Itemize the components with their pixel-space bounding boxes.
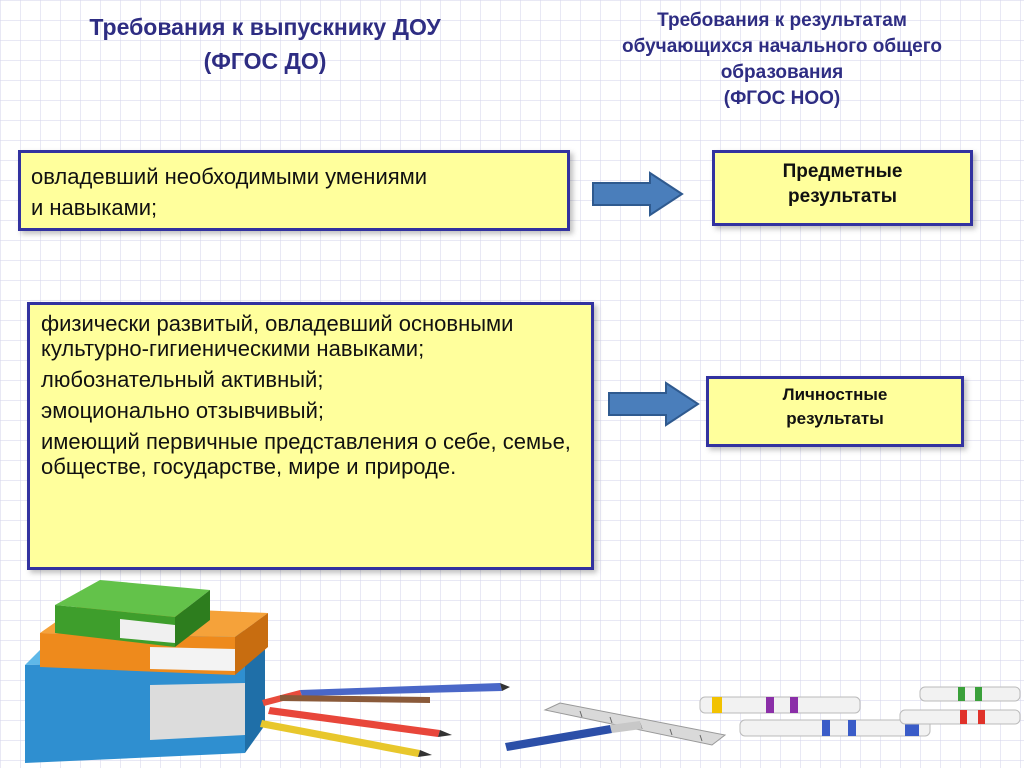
right-title: Требования к результатам обучающихся нач… (560, 8, 1004, 112)
left-title-line-1: Требования к выпускнику ДОУ (89, 14, 441, 40)
personal-results-line-1: Личностные (782, 385, 888, 404)
skills-box: овладевший необходимыми умениями и навык… (18, 150, 570, 231)
quality-knowledge: имеющий первичные представления о себе, … (41, 429, 571, 479)
pencils-icon (260, 683, 510, 757)
pen-icon (505, 721, 642, 751)
skills-line-1: овладевший необходимыми умениями (31, 164, 428, 189)
books-stack-icon (25, 580, 268, 763)
left-title: Требования к выпускнику ДОУ (ФГОС ДО) (20, 10, 510, 78)
subject-results-line-2: результаты (788, 186, 897, 207)
school-supplies-illustration (25, 580, 1021, 763)
right-title-line-1: Требования к результатам (657, 10, 907, 31)
personal-results-line-2: результаты (786, 409, 884, 428)
personal-results-box: Личностные результаты (706, 376, 964, 447)
right-arrow-icon (608, 381, 700, 427)
personal-qualities-box: физически развитый, овладевший основными… (27, 302, 594, 570)
right-arrow-icon (592, 171, 684, 217)
left-title-line-2: (ФГОС ДО) (203, 48, 327, 74)
skills-line-2: и навыками; (31, 195, 158, 220)
right-title-line-3: образования (720, 62, 844, 83)
quality-emotional: эмоционально отзывчивый; (41, 398, 324, 423)
subject-results-box: Предметные результаты (712, 150, 973, 226)
quality-curious: любознательный активный; (41, 367, 324, 392)
markers-icon (699, 686, 1021, 737)
quality-physical: физически развитый, овладевший основными… (41, 311, 514, 361)
right-title-line-4: (ФГОС НОО) (723, 88, 841, 109)
subject-results-line-1: Предметные (782, 161, 903, 182)
right-title-line-2: обучающихся начального общего (622, 36, 942, 57)
